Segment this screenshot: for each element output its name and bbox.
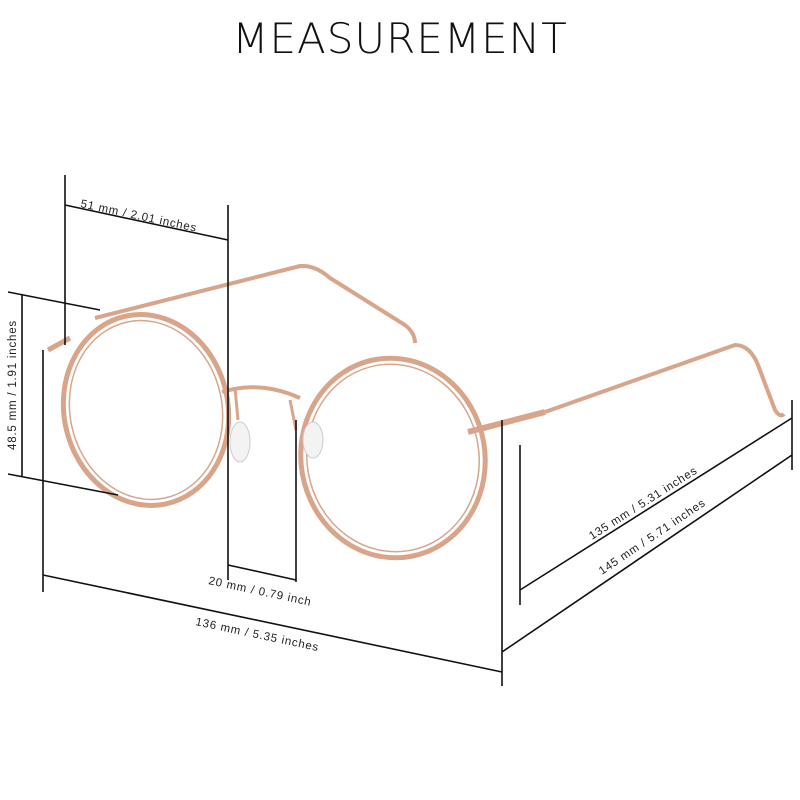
lens-width-label: 51 mm / 2.01 inches	[79, 198, 198, 234]
lens-height-label: 48.5 mm / 1.91 inches	[7, 320, 19, 450]
temple-length-label: 135 mm / 5.31 inches	[587, 465, 700, 543]
glasses-illustration	[46, 263, 786, 561]
page-title: MEASUREMENT	[232, 14, 568, 63]
total-temple-label: 145 mm / 5.71 inches	[597, 497, 708, 577]
lens-height-dimension: 48.5 mm / 1.91 inches	[7, 291, 119, 496]
bridge-label: 20 mm / 0.79 inch	[207, 575, 312, 609]
temple-dimension: 135 mm / 5.31 inches 145 mm / 5.71 inche…	[501, 400, 793, 653]
frame-width-dimension: 136 mm / 5.35 inches	[42, 350, 503, 686]
frame-width-label: 136 mm / 5.35 inches	[194, 616, 320, 654]
lens-width-dimension: 51 mm / 2.01 inches	[64, 175, 229, 580]
